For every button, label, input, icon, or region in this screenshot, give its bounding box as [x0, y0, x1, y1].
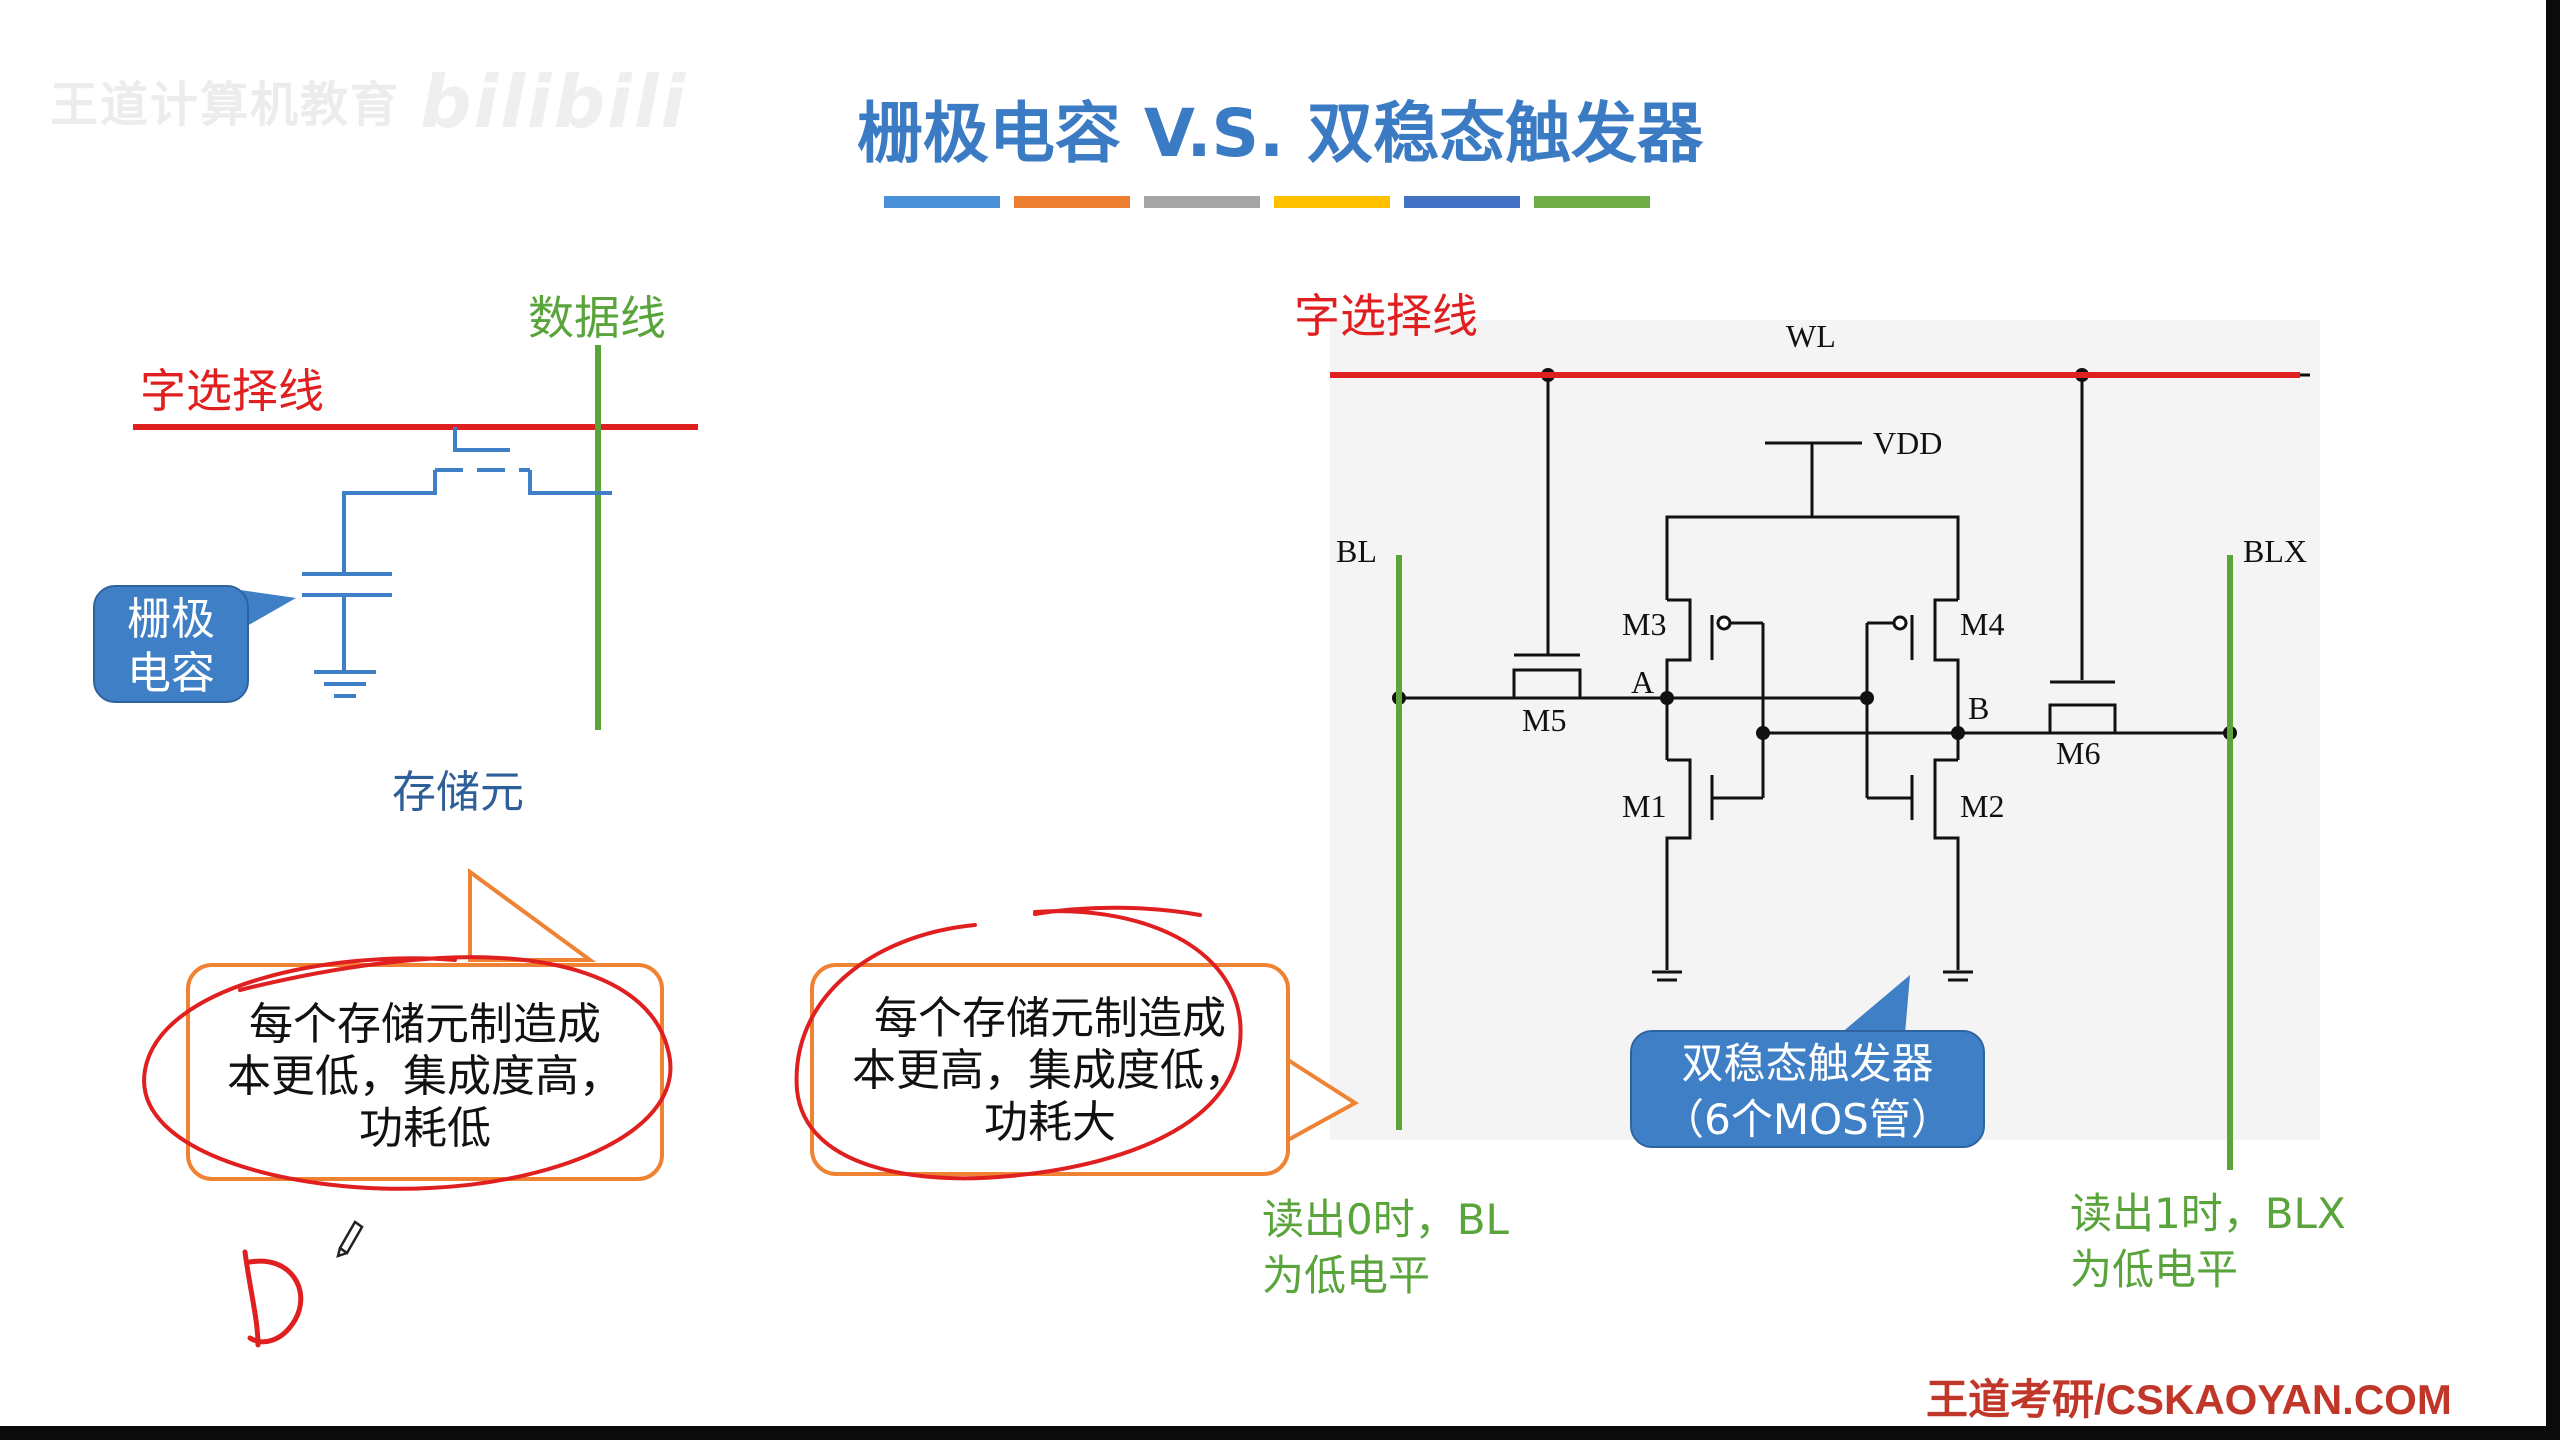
gate-capacitor-cell — [133, 345, 698, 730]
callout-line: 栅极 — [127, 594, 215, 645]
note-line: 读出0时，BL — [1262, 1195, 1509, 1244]
frame-border-right — [2546, 0, 2560, 1440]
title-bar — [1274, 196, 1390, 208]
gate-capacitor-summary: 每个存储元制造成 本更低，集成度高， 功耗低 — [186, 963, 664, 1181]
vdd-label: VDD — [1873, 425, 1943, 461]
m3-label: M3 — [1622, 606, 1667, 642]
circuit-background — [1330, 320, 2320, 1140]
wl-label: WL — [1786, 318, 1836, 354]
summary-line: 每个存储元制造成 — [249, 999, 601, 1050]
note-line: 为低电平 — [2070, 1245, 2239, 1294]
node-b-label: B — [1968, 690, 1990, 726]
watermark-text: 王道计算机教育 — [50, 77, 401, 133]
handwritten-arc — [1033, 905, 1202, 917]
flipflop-callout: 双稳态触发器 （6个MOS管） — [1630, 1030, 1985, 1148]
callout-line: 电容 — [127, 648, 215, 699]
m5-label: M5 — [1522, 702, 1567, 738]
frame-border-bottom — [0, 1426, 2560, 1440]
gate-capacitor-callout: 栅极 电容 — [93, 585, 249, 703]
word-line-label-right: 字选择线 — [1294, 289, 1478, 343]
summary-line: 本更低，集成度高， — [227, 1051, 623, 1102]
storage-cell-caption: 存储元 — [392, 767, 524, 818]
handwritten-circle-right — [794, 909, 1243, 1181]
summary-line: 功耗大 — [984, 1097, 1116, 1148]
summary-line: 每个存储元制造成 — [874, 993, 1226, 1044]
flipflop-summary: 每个存储元制造成 本更高，集成度低， 功耗大 — [810, 963, 1290, 1176]
title-bar — [884, 196, 1000, 208]
bilibili-logo: bilibili — [420, 60, 688, 144]
m4-label: M4 — [1960, 606, 2005, 642]
title-bar — [1014, 196, 1130, 208]
blx-label: BLX — [2243, 533, 2307, 569]
data-line-label: 数据线 — [528, 291, 666, 345]
title-bar — [1534, 196, 1650, 208]
m6-label: M6 — [2056, 735, 2101, 771]
callout-line: （6个MOS管） — [1662, 1095, 1953, 1144]
circuit-junctions — [1392, 368, 2237, 740]
flipflop-callout-pointer — [1840, 975, 1910, 1034]
note-line: 读出1时，BLX — [2070, 1189, 2346, 1238]
summary-line: 功耗低 — [359, 1103, 491, 1154]
m2-label: M2 — [1960, 788, 2005, 824]
summary-line: 本更高，集成度低， — [852, 1045, 1248, 1096]
title-bar — [1144, 196, 1260, 208]
handwritten-mark — [242, 1249, 304, 1348]
blx-read-note: 读出1时，BLX 为低电平 — [2070, 1186, 2346, 1298]
capacitor-callout-pointer — [240, 590, 296, 630]
six-transistor-cell — [1330, 373, 2310, 982]
mos-transistor — [302, 427, 612, 698]
bl-read-note: 读出0时，BL 为低电平 — [1262, 1192, 1509, 1304]
handwritten-circle-left — [142, 955, 673, 1191]
m1-label: M1 — [1622, 788, 1667, 824]
callout-line: 双稳态触发器 — [1681, 1039, 1934, 1088]
footer-brand: 王道考研/CSKAOYAN.COM — [1926, 1376, 2452, 1423]
title-bar — [1404, 196, 1520, 208]
note-line: 为低电平 — [1262, 1251, 1431, 1300]
slide-title: 栅极电容 V.S. 双稳态触发器 — [856, 95, 1704, 172]
pencil-cursor-icon — [336, 1220, 364, 1258]
word-line-label-left: 字选择线 — [140, 364, 324, 418]
watermark: 王道计算机教育 bilibili — [50, 60, 687, 144]
bl-label: BL — [1336, 533, 1377, 569]
node-a-label: A — [1631, 664, 1655, 700]
title-color-bars — [884, 196, 1650, 208]
